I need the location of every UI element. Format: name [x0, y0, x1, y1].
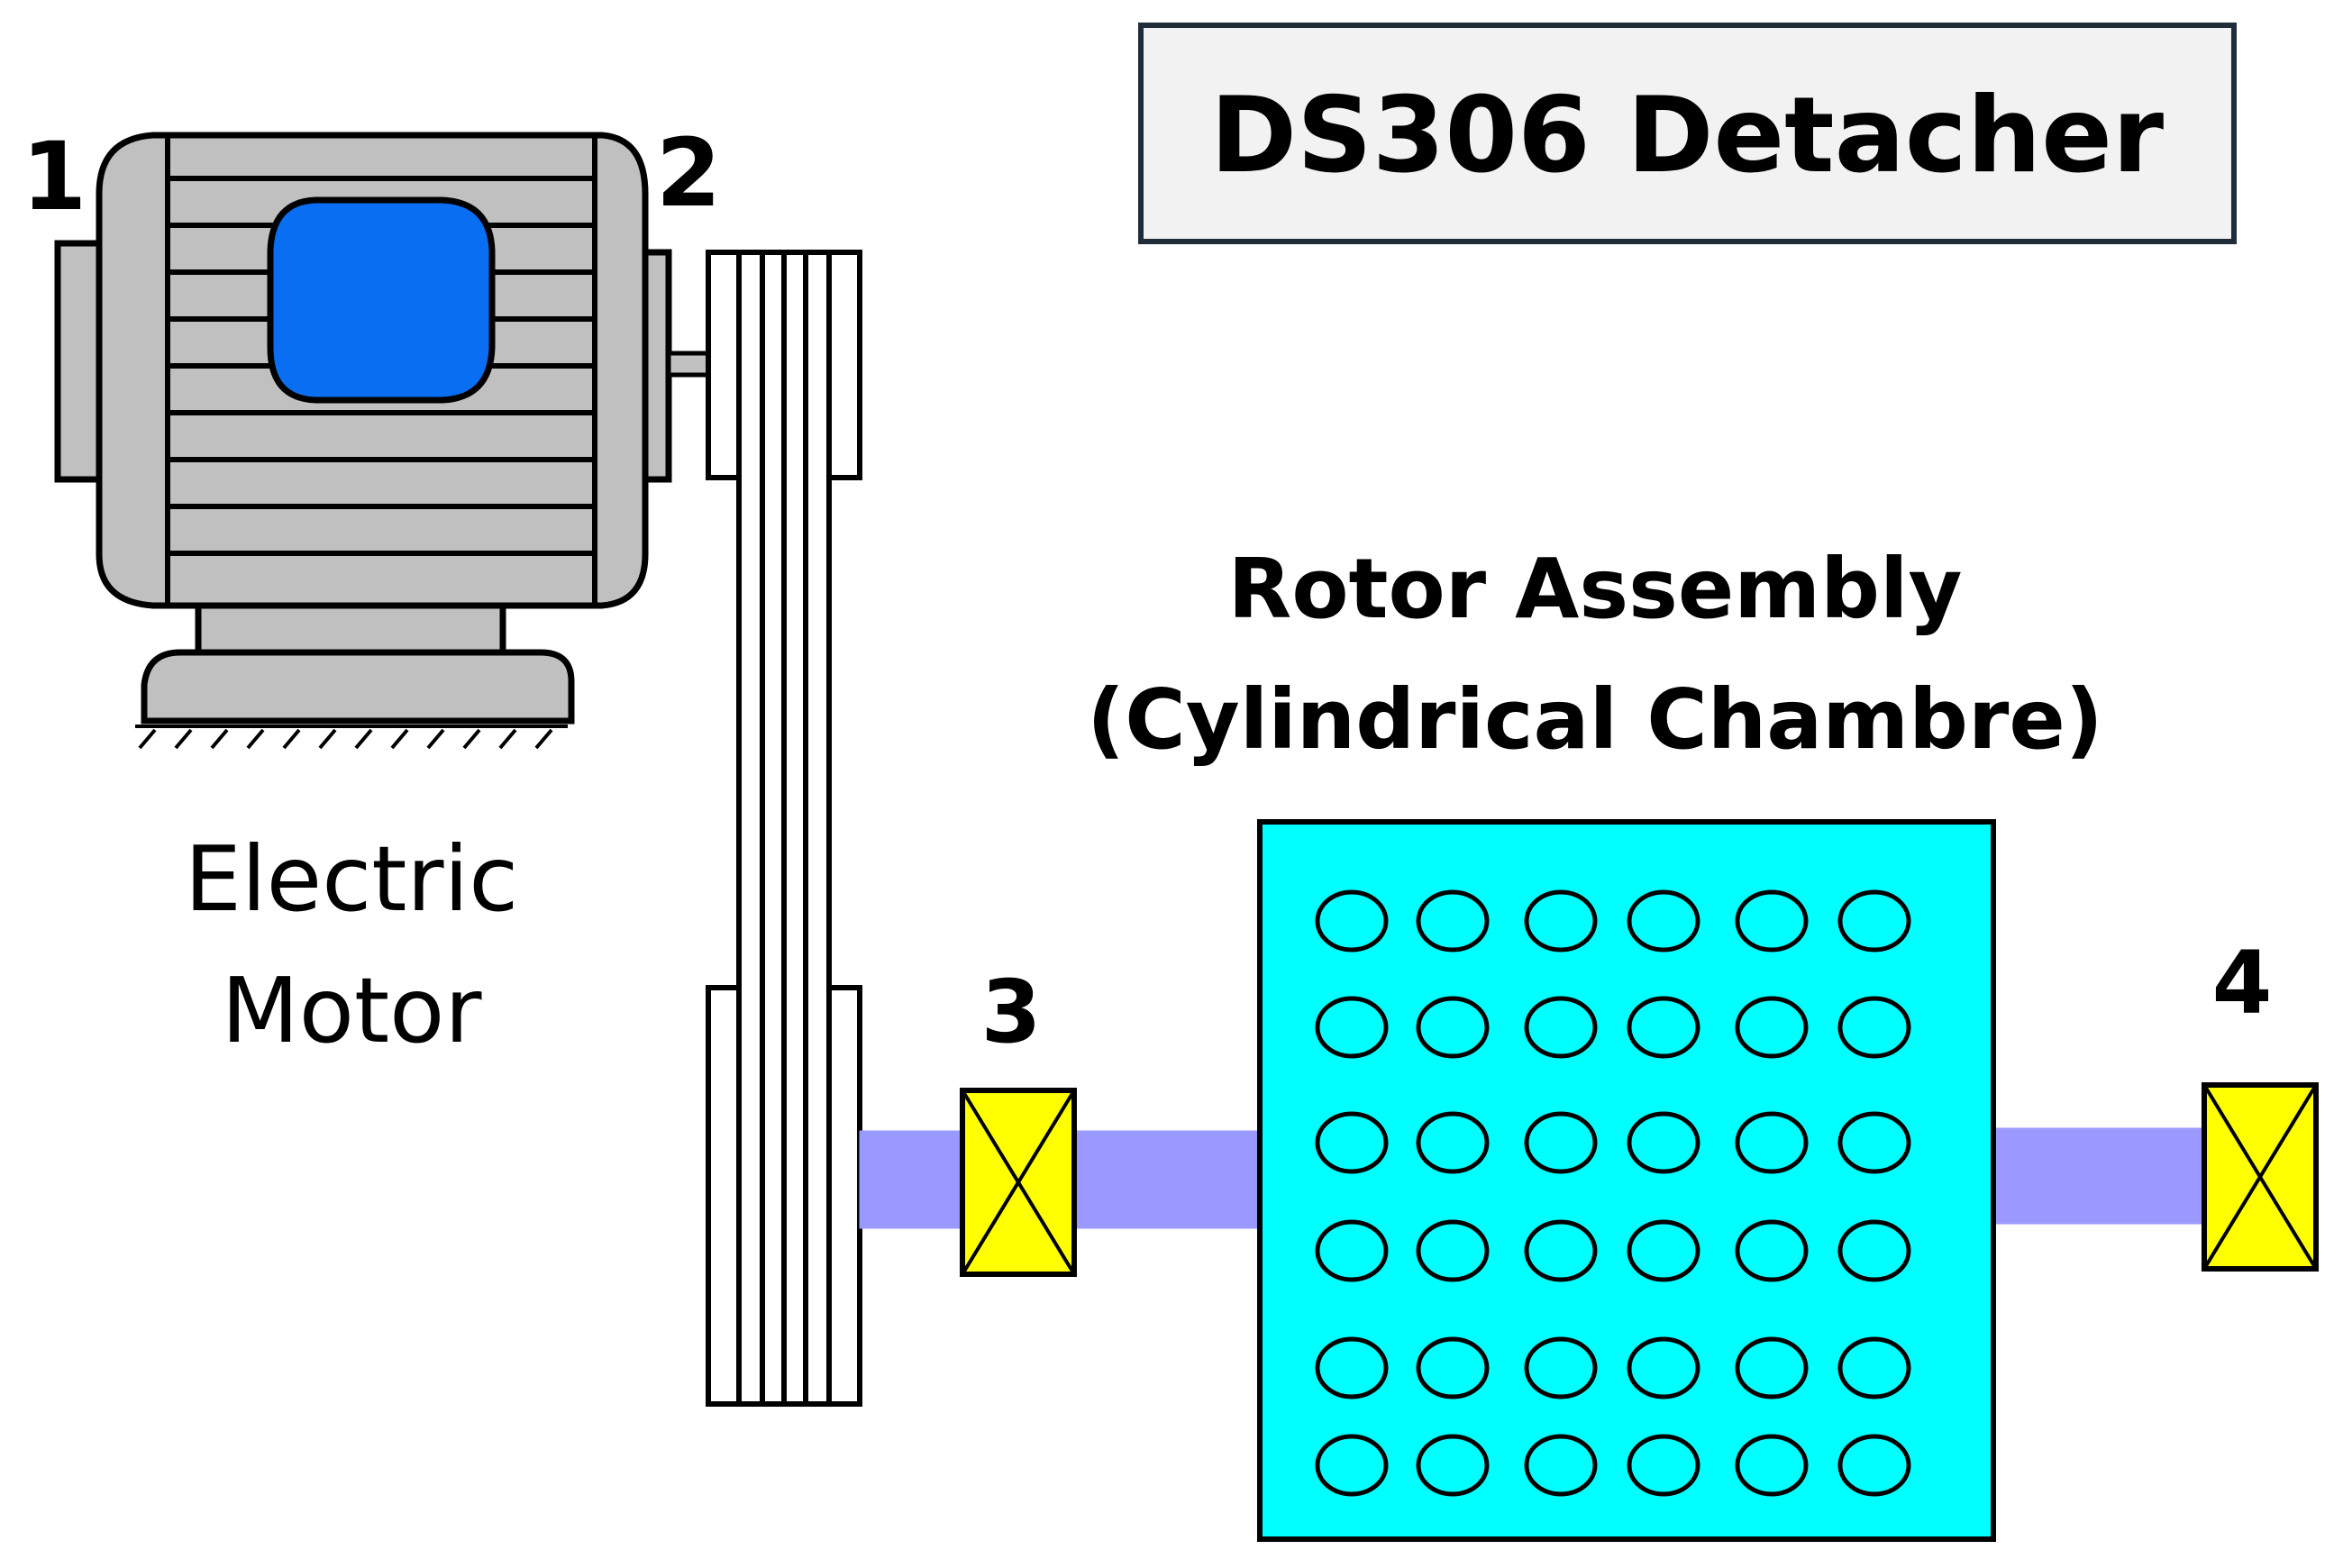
rotor-hole	[1735, 1336, 1809, 1399]
rotor-hole	[1837, 1219, 1911, 1282]
rotor-hole	[1315, 1219, 1389, 1282]
rotor-hole	[1315, 1434, 1389, 1497]
rotor-hole	[1416, 996, 1490, 1059]
rotor-hole	[1627, 1434, 1700, 1497]
rotor-holes	[1315, 889, 1911, 1497]
rotor-hole	[1524, 1219, 1598, 1282]
drive-shaft	[859, 1127, 2205, 1229]
rotor-hole	[1315, 1111, 1389, 1174]
belt-drive	[706, 250, 862, 1407]
rotor-hole	[1524, 889, 1598, 953]
rotor-hole	[1315, 889, 1389, 953]
point-label-1: 1	[22, 122, 87, 232]
rotor-hole	[1837, 996, 1911, 1059]
diagram-title: DS306 Detacher	[1210, 75, 2164, 196]
rotor-chamber-body	[1257, 819, 1996, 1542]
point-label-2: 2	[656, 118, 721, 228]
rotor-hole	[1416, 1219, 1490, 1282]
rotor-hole	[1524, 1434, 1598, 1497]
rotor-hole	[1524, 1336, 1598, 1399]
rotor-hole	[1735, 1434, 1809, 1497]
rotor-chamber	[1257, 819, 1996, 1542]
motor-mount-neck	[195, 602, 506, 656]
rotor-hole	[1627, 996, 1700, 1059]
rotor-hole	[1416, 1434, 1490, 1497]
rotor-hole	[1735, 1111, 1809, 1174]
point-label-4: 4	[2212, 933, 2273, 1034]
rotor-hole	[1315, 996, 1389, 1059]
bearing-4	[2202, 1082, 2319, 1272]
rotor-hole	[1627, 1336, 1700, 1399]
rotor-hole	[1837, 1434, 1911, 1497]
rotor-hole	[1735, 996, 1809, 1059]
bearing-3	[960, 1088, 1077, 1277]
rotor-hole	[1315, 1336, 1389, 1399]
rotor-hole	[1416, 889, 1490, 953]
ground-hatching	[135, 725, 568, 750]
rotor-hole	[1735, 1219, 1809, 1282]
rotor-hole	[1837, 1336, 1911, 1399]
rotor-hole	[1627, 889, 1700, 953]
motor-output-shaft	[666, 351, 715, 378]
motor-left-cap	[54, 240, 106, 483]
rotor-hole	[1837, 889, 1911, 953]
rotor-hole	[1735, 889, 1809, 953]
rotor-hole	[1627, 1219, 1700, 1282]
rotor-hole	[1627, 1111, 1700, 1174]
rotor-hole	[1524, 1111, 1598, 1174]
rotor-hole	[1416, 1111, 1490, 1174]
rotor-hole	[1837, 1111, 1911, 1174]
title-box: DS306 Detacher	[1138, 23, 2237, 244]
rotor-hole	[1524, 996, 1598, 1059]
motor-label-line1: Electric	[185, 826, 519, 932]
rotor-label-line1: Rotor Assembly	[1228, 541, 1963, 637]
point-label-3: 3	[981, 962, 1042, 1062]
rotor-label-line2: (Cylindrical Chambre)	[1087, 671, 2103, 768]
electric-motor	[54, 132, 715, 750]
motor-terminal-window	[267, 196, 496, 404]
motor-label-line2: Motor	[222, 958, 483, 1063]
rotor-hole	[1416, 1336, 1490, 1399]
motor-base-plate	[141, 649, 575, 725]
